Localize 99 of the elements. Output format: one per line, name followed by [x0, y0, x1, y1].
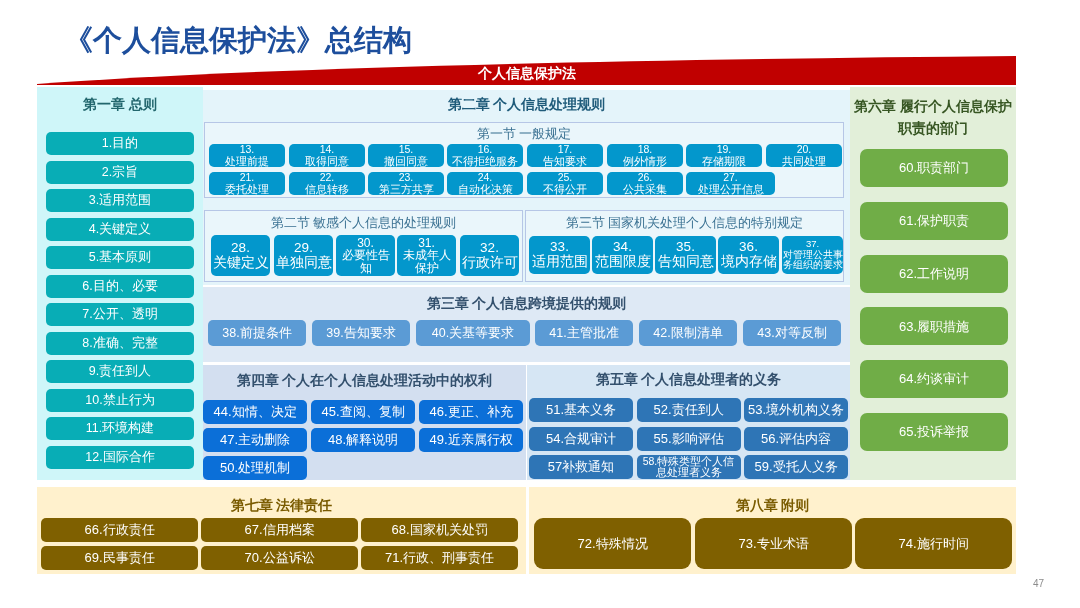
article-box: 21. 委托处理: [209, 172, 285, 195]
article-box: 27. 处理公开信息: [686, 172, 775, 195]
article-box: 53.境外机构义务: [744, 398, 848, 422]
page-number: 47: [1033, 578, 1045, 590]
article-box: 26. 公共采集: [607, 172, 683, 195]
chapter-panel: [850, 87, 1016, 480]
article-box: 35. 告知同意: [655, 236, 716, 274]
article-box: 54.合规审计: [529, 426, 633, 451]
article-box: 23. 第三方共享: [368, 172, 444, 195]
chapter-heading: 第八章 附则: [735, 496, 810, 514]
article-box: 43.对等反制: [743, 320, 841, 346]
article-box: 62.工作说明: [860, 254, 1008, 293]
article-box: 8.准确、完整: [46, 331, 194, 355]
article-box: 1.目的: [46, 132, 194, 155]
article-box: 66.行政责任: [41, 518, 198, 542]
article-box: 7.公开、透明: [46, 303, 194, 326]
article-box: 67.信用档案: [201, 518, 358, 542]
article-box: 34. 范围限度: [592, 236, 653, 274]
article-box: 24. 自动化决策: [447, 172, 523, 195]
article-box: 19. 存储期限: [686, 144, 762, 167]
article-box: 71.行政、刑事责任: [361, 546, 518, 570]
chapter-heading: 第四章 个人在个人信息处理活动中的权利: [236, 371, 493, 389]
article-box: 63.履职措施: [860, 307, 1008, 346]
article-box: 30. 必要性告知: [336, 235, 395, 276]
article-box: 60.职责部门: [860, 149, 1008, 187]
article-box: 61.保护职责: [860, 201, 1008, 240]
chapter-panel: [203, 365, 526, 480]
article-box: 32. 行政许可: [460, 235, 519, 276]
chapter-panel: [529, 487, 1016, 574]
article-box: 5.基本原则: [46, 246, 194, 269]
chapter-heading: 第六章 履行个人信息保护职责的部门: [853, 97, 1013, 138]
article-box: 41.主管批准: [535, 320, 633, 346]
article-box: 44.知情、决定: [203, 400, 307, 424]
article-box: 69.民事责任: [41, 546, 198, 570]
article-box: 56.评估内容: [744, 426, 848, 451]
article-box: 20. 共同处理: [766, 144, 842, 167]
chapter-heading: 第二章 个人信息处理规则: [447, 95, 606, 113]
article-box: 14. 取得同意: [289, 144, 365, 167]
article-box: 31. 未成年人保护: [397, 235, 456, 276]
chapter-heading: 第三章 个人信息跨境提供的规则: [426, 294, 627, 312]
article-box: 29. 单独同意: [274, 235, 333, 276]
article-box: 28. 关键定义: [211, 235, 270, 276]
chapter-panel: [37, 487, 526, 574]
article-box: 13. 处理前提: [209, 144, 285, 167]
chapter-panel: [203, 287, 850, 362]
article-box: 42.限制清单: [639, 320, 737, 346]
article-box: 2.宗旨: [46, 160, 194, 184]
article-box: 40.关基等要求: [416, 320, 530, 346]
article-box: 65.投诉举报: [860, 413, 1008, 451]
article-box: 57补救通知: [529, 455, 633, 479]
article-box: 39.告知要求: [312, 320, 410, 346]
article-box: 45.查阅、复制: [311, 400, 415, 424]
chapter-heading: 第五章 个人信息处理者的义务: [595, 370, 782, 388]
chapter-panel: [37, 87, 203, 480]
article-box: 52.责任到人: [636, 398, 741, 422]
article-box: 22. 信息转移: [289, 172, 365, 195]
article-box: 10.禁止行为: [46, 388, 194, 412]
article-box: 12.国际合作: [46, 445, 194, 469]
article-box: 38.前提条件: [208, 320, 306, 346]
article-box: 6.目的、必要: [46, 274, 194, 298]
chapter-panel: [527, 365, 850, 480]
article-box: 72.特殊情况: [534, 518, 691, 569]
section-heading: 第三节 国家机关处理个人信息的特别规定: [565, 214, 804, 232]
title: 《个人信息保护法》总结构: [64, 23, 412, 58]
article-box: 46.更正、补充: [419, 400, 523, 424]
article-box: 64.约谈审计: [860, 360, 1008, 399]
article-box: 68.国家机关处罚: [361, 518, 518, 542]
article-box: 49.近亲属行权: [419, 428, 523, 452]
article-box: 4.关键定义: [46, 217, 194, 241]
section-heading: 第一节 一般规定: [476, 125, 572, 143]
article-box: 9.责任到人: [46, 360, 194, 383]
article-box: 73.专业术语: [695, 518, 852, 569]
section-frame: [204, 210, 523, 282]
article-box: 25. 不得公开: [527, 172, 603, 195]
article-box: 70.公益诉讼: [201, 546, 358, 570]
article-box: 51.基本义务: [529, 398, 633, 422]
article-box: 16. 不得拒绝服务: [447, 144, 523, 167]
section-frame: [204, 122, 844, 198]
article-box: 58.特殊类型个人信息处理者义务: [636, 455, 741, 479]
article-box: 17. 告知要求: [527, 144, 603, 167]
article-box: 55.影响评估: [636, 426, 741, 451]
article-box: 59.受托人义务: [744, 455, 848, 479]
article-box: 74.施行时间: [855, 518, 1012, 569]
chapter-panel: [203, 90, 850, 285]
article-box: 36. 境内存储: [718, 236, 779, 274]
banner: 个人信息保护法: [37, 56, 1016, 85]
article-box: 18. 例外情形: [607, 144, 683, 167]
article-box: 47.主动删除: [203, 428, 307, 452]
article-box: 11.环境构建: [46, 417, 194, 440]
article-box: 15. 撤回同意: [368, 144, 444, 167]
chapter-heading: 第一章 总则: [83, 95, 157, 113]
article-box: 48.解释说明: [311, 428, 415, 452]
article-box: 33. 适用范围: [529, 236, 590, 274]
article-box: 37. 对管理公共事务组织的要求: [782, 236, 843, 274]
section-frame: [525, 210, 844, 282]
article-box: 3.适用范围: [46, 189, 194, 212]
article-box: 50.处理机制: [203, 456, 307, 480]
section-heading: 第二节 敏感个人信息的处理规则: [270, 214, 457, 232]
chapter-heading: 第七章 法律责任: [230, 496, 333, 514]
